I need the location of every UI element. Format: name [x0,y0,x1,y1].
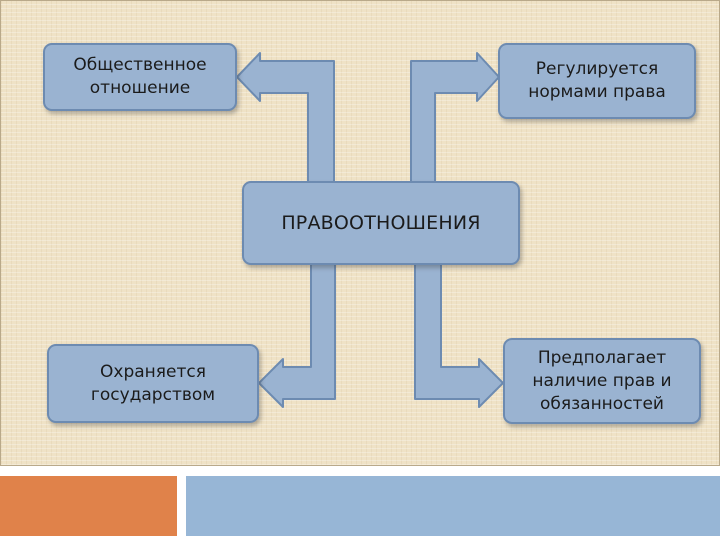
footer-blue-bar [186,476,720,536]
arrow-to-assumes [414,262,504,408]
box-assumes-rights-duties: Предполагает наличие прав и обязанностей [503,338,701,424]
legal-relations-title: ПРАВООТНОШЕНИЯ [281,211,481,234]
protected-text: Охраняется государством [90,361,216,405]
box-legal-relations: ПРАВООТНОШЕНИЯ [242,181,520,265]
assumes-text: Предполагает наличие прав и обязанностей [532,347,672,414]
footer-orange-bar [0,476,177,536]
box-social-relation: Общественное отношение [43,43,237,111]
box-protected-by-state: Охраняется государством [47,344,259,423]
arrow-to-protected [258,262,336,408]
regulated-text: Регулируется нормами права [528,59,666,102]
arrow-to-regulated [410,52,500,184]
box-regulated-by-law: Регулируется нормами права [498,43,696,119]
slide-background: Общественное отношение Регулируется норм… [0,0,720,466]
social-relation-text: Общественное отношение [73,55,207,98]
arrow-to-social-relation [236,52,335,184]
connector-arrows [236,52,504,408]
